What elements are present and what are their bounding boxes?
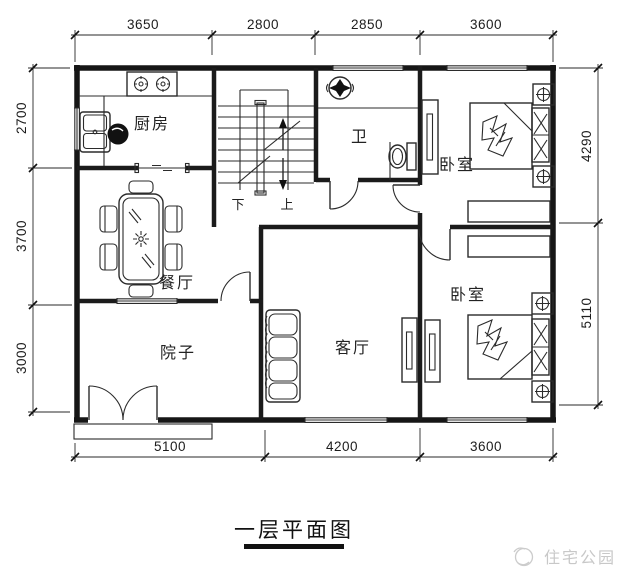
doors [73,162,451,440]
bedroom2-furniture [424,292,554,403]
dining-furniture [99,180,183,298]
dim-top-2: 2800 [247,17,279,32]
pot-icon [107,123,129,145]
dim-right-1: 4290 [579,130,594,162]
dim-right-2: 5110 [579,297,594,328]
room-labels: 厨房 卫 卧室 餐厅 院子 客厅 卧室 下 上 [134,115,486,362]
dim-left-1: 2700 [14,102,29,134]
dim-bottom-1: 5100 [154,439,186,454]
caption-block: 一层平面图 [234,519,354,549]
nightstand [531,292,554,315]
nightstand [532,83,555,106]
bedroom1-cabinet [421,99,439,175]
dimension-right: 4290 5110 [559,63,603,410]
dim-top-4: 3600 [470,17,502,32]
entry-step [73,423,213,440]
staircase [218,89,314,196]
stair-label-up: 上 [280,197,293,212]
dimension-bottom: 5100 4200 3600 [70,428,558,462]
door-courtyard [220,271,251,302]
stove-icon [126,71,178,97]
dim-bottom-3: 3600 [470,439,502,454]
stair-break-line [237,120,301,184]
dim-top-1: 3650 [127,17,159,32]
stair-treads [218,105,314,184]
watermark-text: 住宅公园 [544,549,616,567]
stair-direction-arrows [279,118,287,190]
dim-bottom-2: 4200 [326,439,358,454]
washing-machine-icon [325,76,355,100]
sink-icon [79,111,111,153]
toilet-icon [388,142,417,171]
dim-left-3: 3000 [14,342,29,374]
bathroom-fixtures [318,76,418,171]
exterior-walls [74,65,556,423]
watermark: 住宅公园 [513,547,616,567]
watermark-logo-icon [513,547,534,567]
room-label-dining: 餐厅 [159,274,195,292]
room-label-courtyard: 院子 [160,344,196,362]
stair-label-down: 下 [231,197,244,212]
tv-stand [401,317,418,383]
window-living-bottom [304,417,388,423]
stair-well-outline [239,89,289,190]
window-dining-courtyard [116,298,178,304]
room-label-bedroom-top: 卧室 [439,156,475,174]
dining-table [118,193,164,285]
caption-underline [244,544,344,549]
room-label-living: 客厅 [335,339,371,357]
room-label-bedroom-bottom: 卧室 [450,286,486,304]
kitchen-fixtures [79,71,212,166]
dimension-top: 3650 2800 2850 3600 [70,17,558,62]
window-bedroom1-top [446,65,528,71]
interior-walls [77,66,553,420]
door-bedroom2 [418,228,451,261]
wardrobe-hatch [467,200,551,223]
entry-gate [88,385,158,421]
bed [469,102,550,170]
nightstand [532,165,555,188]
bed [467,314,550,380]
window-bedroom2-bottom [446,417,528,423]
window-kitchen-left [74,107,80,151]
sofa-icon [264,309,301,403]
table-plant [133,231,149,247]
windows [74,65,528,423]
bedroom1-furniture [421,83,555,188]
stair-rail [256,102,265,194]
dim-left-2: 3700 [14,220,29,252]
room-label-kitchen: 厨房 [134,115,170,133]
wardrobe-hatch [467,235,551,258]
door-bath [329,180,359,210]
nightstand [531,380,554,403]
dining-chairs [99,180,183,298]
living-furniture [264,309,418,403]
door-kitchen-slider [134,162,190,174]
wardrobes [467,200,551,258]
dimension-left: 2700 3700 3000 [14,63,72,417]
caption-title: 一层平面图 [234,519,354,542]
room-label-bath: 卫 [351,129,369,146]
door-bedroom1 [392,184,421,213]
bedroom2-cabinet [424,319,441,383]
dim-top-3: 2850 [351,17,383,32]
window-bath-top [332,65,404,71]
